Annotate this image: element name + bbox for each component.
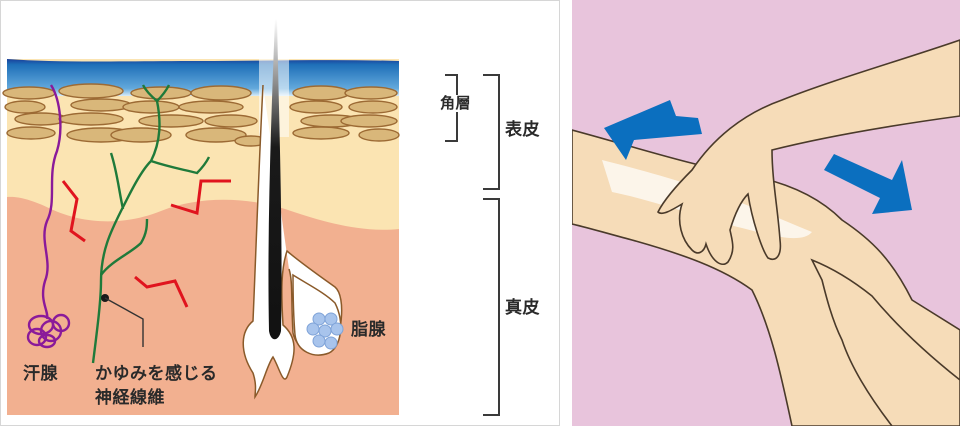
- label-sebaceous-gland: 脂腺: [351, 320, 386, 340]
- sebum-cells: [306, 312, 344, 350]
- label-itch-nerve-line2: 神経線維: [95, 388, 165, 408]
- arrow-down-right-icon: [824, 154, 912, 214]
- arrow-up-left-icon: [604, 100, 702, 160]
- nerve-leader-line: [104, 297, 144, 347]
- stratum-corneum-cells: [2, 83, 400, 147]
- epidermis-bracket: [483, 74, 500, 190]
- applying-hand: [657, 39, 960, 266]
- label-itch-nerve-line1: かゆみを感じる: [95, 364, 218, 384]
- application-illustration: [572, 0, 960, 426]
- label-dermis: 真皮: [505, 298, 540, 318]
- skin-layers-illustration: [2, 19, 500, 416]
- hands-applying-cream-illustration: [572, 39, 960, 426]
- skin-cross-section-diagram: 角層 表皮 真皮 汗腺 かゆみを感じる 神経線維 脂腺: [0, 0, 560, 426]
- label-sweat-gland: 汗腺: [23, 364, 58, 384]
- label-stratum-corneum: 角層: [439, 94, 473, 113]
- label-epidermis: 表皮: [505, 120, 540, 140]
- dermis-bracket: [483, 198, 500, 416]
- hair-shaft: [268, 19, 282, 340]
- itch-signals: [61, 179, 231, 308]
- lower-hand: [810, 258, 960, 426]
- sweat-gland-coil: [26, 313, 71, 349]
- layer-brackets: [445, 74, 500, 416]
- sweat-duct: [41, 84, 62, 320]
- itch-nerve-fiber: [91, 84, 211, 364]
